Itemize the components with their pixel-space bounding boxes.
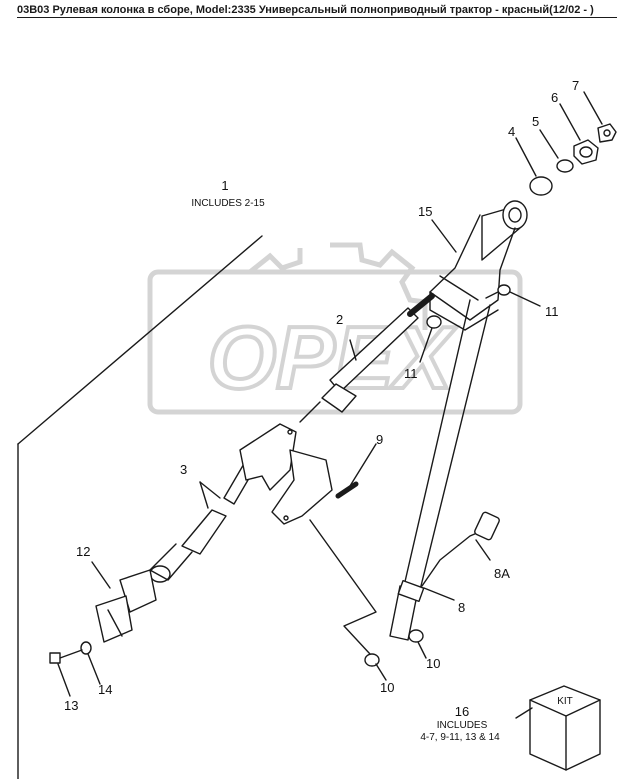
callout-4: 4: [508, 124, 515, 139]
leader-8: [423, 587, 455, 601]
callout-1: 1: [221, 178, 228, 193]
bolt-13: [49, 649, 83, 664]
bracket-outline: [309, 519, 377, 655]
leader-3b: [199, 481, 209, 509]
callout-5: 5: [532, 114, 539, 129]
leader-4: [515, 137, 537, 177]
mounting-bracket: [239, 423, 333, 525]
lower-shaft-3: [149, 449, 263, 583]
callout-11b: 11: [404, 366, 418, 381]
cap-nut-7: [597, 123, 617, 143]
leader-3a: [199, 481, 221, 499]
leader-12: [91, 561, 111, 589]
callout-8: 8: [458, 600, 465, 615]
bolt-11a: [485, 284, 511, 299]
callout-15: 15: [418, 204, 432, 219]
washer-5: [556, 159, 574, 173]
steering-shaft-2: [299, 293, 435, 423]
leader-5: [539, 129, 559, 159]
column-tube-15: [429, 200, 528, 331]
callout-10a: 10: [380, 680, 394, 695]
callout-16: 16: [455, 704, 469, 719]
pin-9: [335, 481, 359, 499]
leader-11b: [419, 327, 433, 363]
nut-6: [573, 139, 599, 165]
gas-strut-8: [389, 299, 491, 641]
callout-9: 9: [376, 432, 383, 447]
callout-11a: 11: [545, 304, 559, 319]
bushing-10a: [364, 653, 380, 667]
callout-12: 12: [76, 544, 90, 559]
leader-7: [583, 91, 603, 125]
lever-8A: [421, 511, 500, 587]
callout-10b: 10: [426, 656, 440, 671]
leader-11a: [509, 291, 541, 307]
leader-13: [57, 663, 71, 697]
leader-2: [349, 339, 357, 361]
washer-14: [80, 641, 92, 655]
leader-6: [559, 103, 581, 141]
callout-13: 13: [64, 698, 78, 713]
leader-10b: [417, 641, 427, 659]
bolt-11b: [426, 315, 442, 329]
leader-8A: [475, 539, 491, 561]
watermark-logo: [147, 242, 523, 415]
callout-7: 7: [572, 78, 579, 93]
leader-14: [87, 653, 101, 685]
leader-10a: [375, 663, 387, 681]
kit-label: KIT: [557, 696, 573, 707]
callout-8A: 8A: [494, 566, 510, 581]
callout-3: 3: [180, 462, 187, 477]
leader-9: [349, 443, 377, 487]
callout-16-note-2: 4-7, 9-11, 13 & 14: [420, 732, 500, 743]
callout-6: 6: [551, 90, 558, 105]
leader-15: [431, 219, 457, 253]
kit-box-16: [529, 685, 601, 771]
callout-14: 14: [98, 682, 112, 697]
diagram-title: 03B03 Рулевая колонка в сборе, Model:233…: [17, 4, 617, 18]
snap-ring-4: [529, 176, 553, 196]
callout-2: 2: [336, 312, 343, 327]
callout-1-note: INCLUDES 2-15: [191, 198, 265, 209]
callout-16-note-1: INCLUDES: [437, 720, 488, 731]
bushing-10b: [408, 629, 424, 643]
u-joint-12: [95, 569, 157, 643]
callout-line-1: [17, 235, 263, 445]
